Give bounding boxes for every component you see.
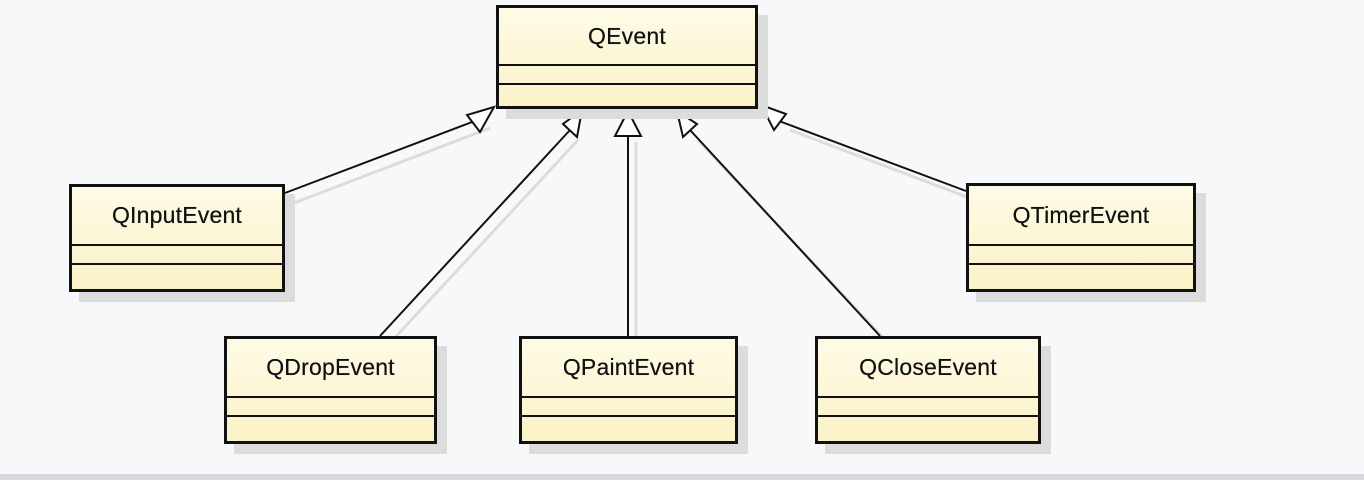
class-methods-compartment — [969, 265, 1193, 289]
class-attributes-compartment — [227, 398, 434, 417]
class-attributes-compartment — [72, 246, 282, 265]
class-methods-compartment — [227, 417, 434, 441]
class-name: QDropEvent — [227, 339, 434, 398]
class-name: QInputEvent — [72, 187, 282, 246]
class-qevent: QEvent — [496, 5, 758, 109]
class-attributes-compartment — [818, 398, 1038, 417]
inheritance-arrowhead — [675, 108, 699, 139]
class-name: QTimerEvent — [969, 186, 1193, 246]
class-qcloseevent: QCloseEvent — [815, 336, 1041, 444]
class-qinputevent: QInputEvent — [69, 184, 285, 292]
class-methods-compartment — [499, 85, 755, 106]
generalization-qinputevent-to-qevent — [284, 105, 497, 205]
inheritance-arrowhead — [613, 108, 643, 137]
class-name: QCloseEvent — [818, 339, 1038, 398]
class-attributes-compartment — [522, 398, 735, 417]
bottom-divider — [0, 474, 1364, 480]
class-qpaintevent: QPaintEvent — [519, 336, 738, 444]
class-methods-compartment — [522, 417, 735, 441]
generalization-qcloseevent-to-qevent — [675, 108, 891, 346]
generalization-qpaintevent-to-qevent — [613, 108, 643, 344]
class-qtimerevent: QTimerEvent — [966, 183, 1196, 292]
class-name: QPaintEvent — [522, 339, 735, 398]
generalization-qdropevent-to-qevent — [379, 107, 584, 346]
class-methods-compartment — [72, 265, 282, 289]
class-methods-compartment — [818, 417, 1038, 441]
inheritance-arrowhead — [465, 105, 497, 134]
inheritance-arrowhead — [561, 107, 584, 139]
class-attributes-compartment — [969, 246, 1193, 265]
class-attributes-compartment — [499, 66, 755, 85]
inheritance-arrowhead — [758, 103, 788, 132]
generalization-qtimerevent-to-qevent — [758, 103, 976, 202]
class-qdropevent: QDropEvent — [224, 336, 437, 444]
class-name: QEvent — [499, 8, 755, 66]
